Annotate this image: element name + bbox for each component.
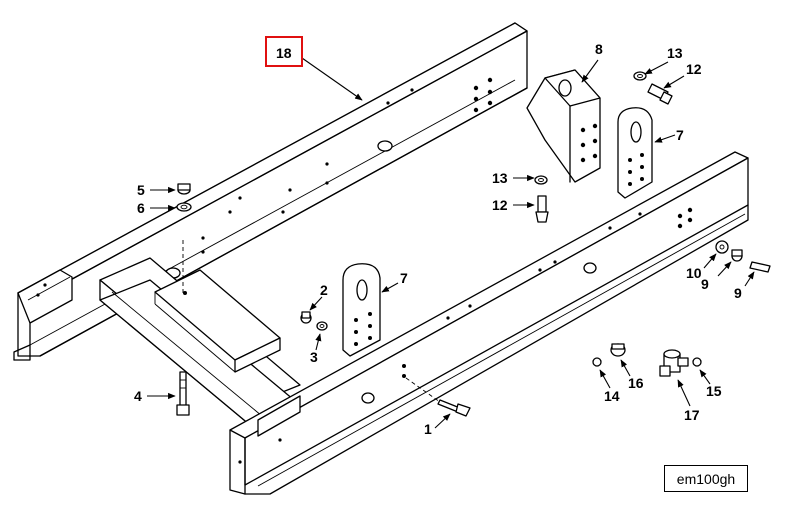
callout-1: 1: [424, 421, 432, 437]
callout-2: 2: [320, 282, 328, 298]
callout-16: 16: [628, 375, 644, 391]
callout-numbers: 18 8 13 12 7 13 12 5 6 2 3 7 4 1 10 9 9 …: [134, 41, 742, 437]
lifting-plate-upper: [617, 107, 653, 199]
callout-12-upper: 12: [686, 61, 702, 77]
callout-6: 6: [137, 200, 145, 216]
callout-7-lower: 7: [400, 270, 408, 286]
lifting-plate-lower: [342, 263, 381, 357]
callout-11: 10: [686, 265, 702, 281]
cross-member: [99, 240, 301, 426]
highlighted-callout-box: [265, 36, 303, 67]
figure-id-label: em100gh: [664, 465, 748, 492]
callout-14: 14: [604, 388, 620, 404]
callout-15: 15: [706, 383, 722, 399]
callout-12-lower: 12: [492, 197, 508, 213]
callout-4: 4: [134, 388, 142, 404]
callout-10: 9: [701, 276, 709, 292]
callout-7-upper: 7: [676, 127, 684, 143]
fastener-parts: [176, 71, 771, 417]
callout-18: 18: [276, 45, 292, 61]
lifting-bracket: [526, 69, 601, 183]
callout-13-upper: 13: [667, 45, 683, 61]
callout-17: 17: [684, 407, 700, 423]
callout-5: 5: [137, 182, 145, 198]
right-frame-rail: [229, 151, 749, 495]
callout-13-lower: 13: [492, 170, 508, 186]
callout-9: 9: [734, 285, 742, 301]
callout-8: 8: [595, 41, 603, 57]
callout-3: 3: [310, 349, 318, 365]
leader-lines: [147, 57, 755, 429]
